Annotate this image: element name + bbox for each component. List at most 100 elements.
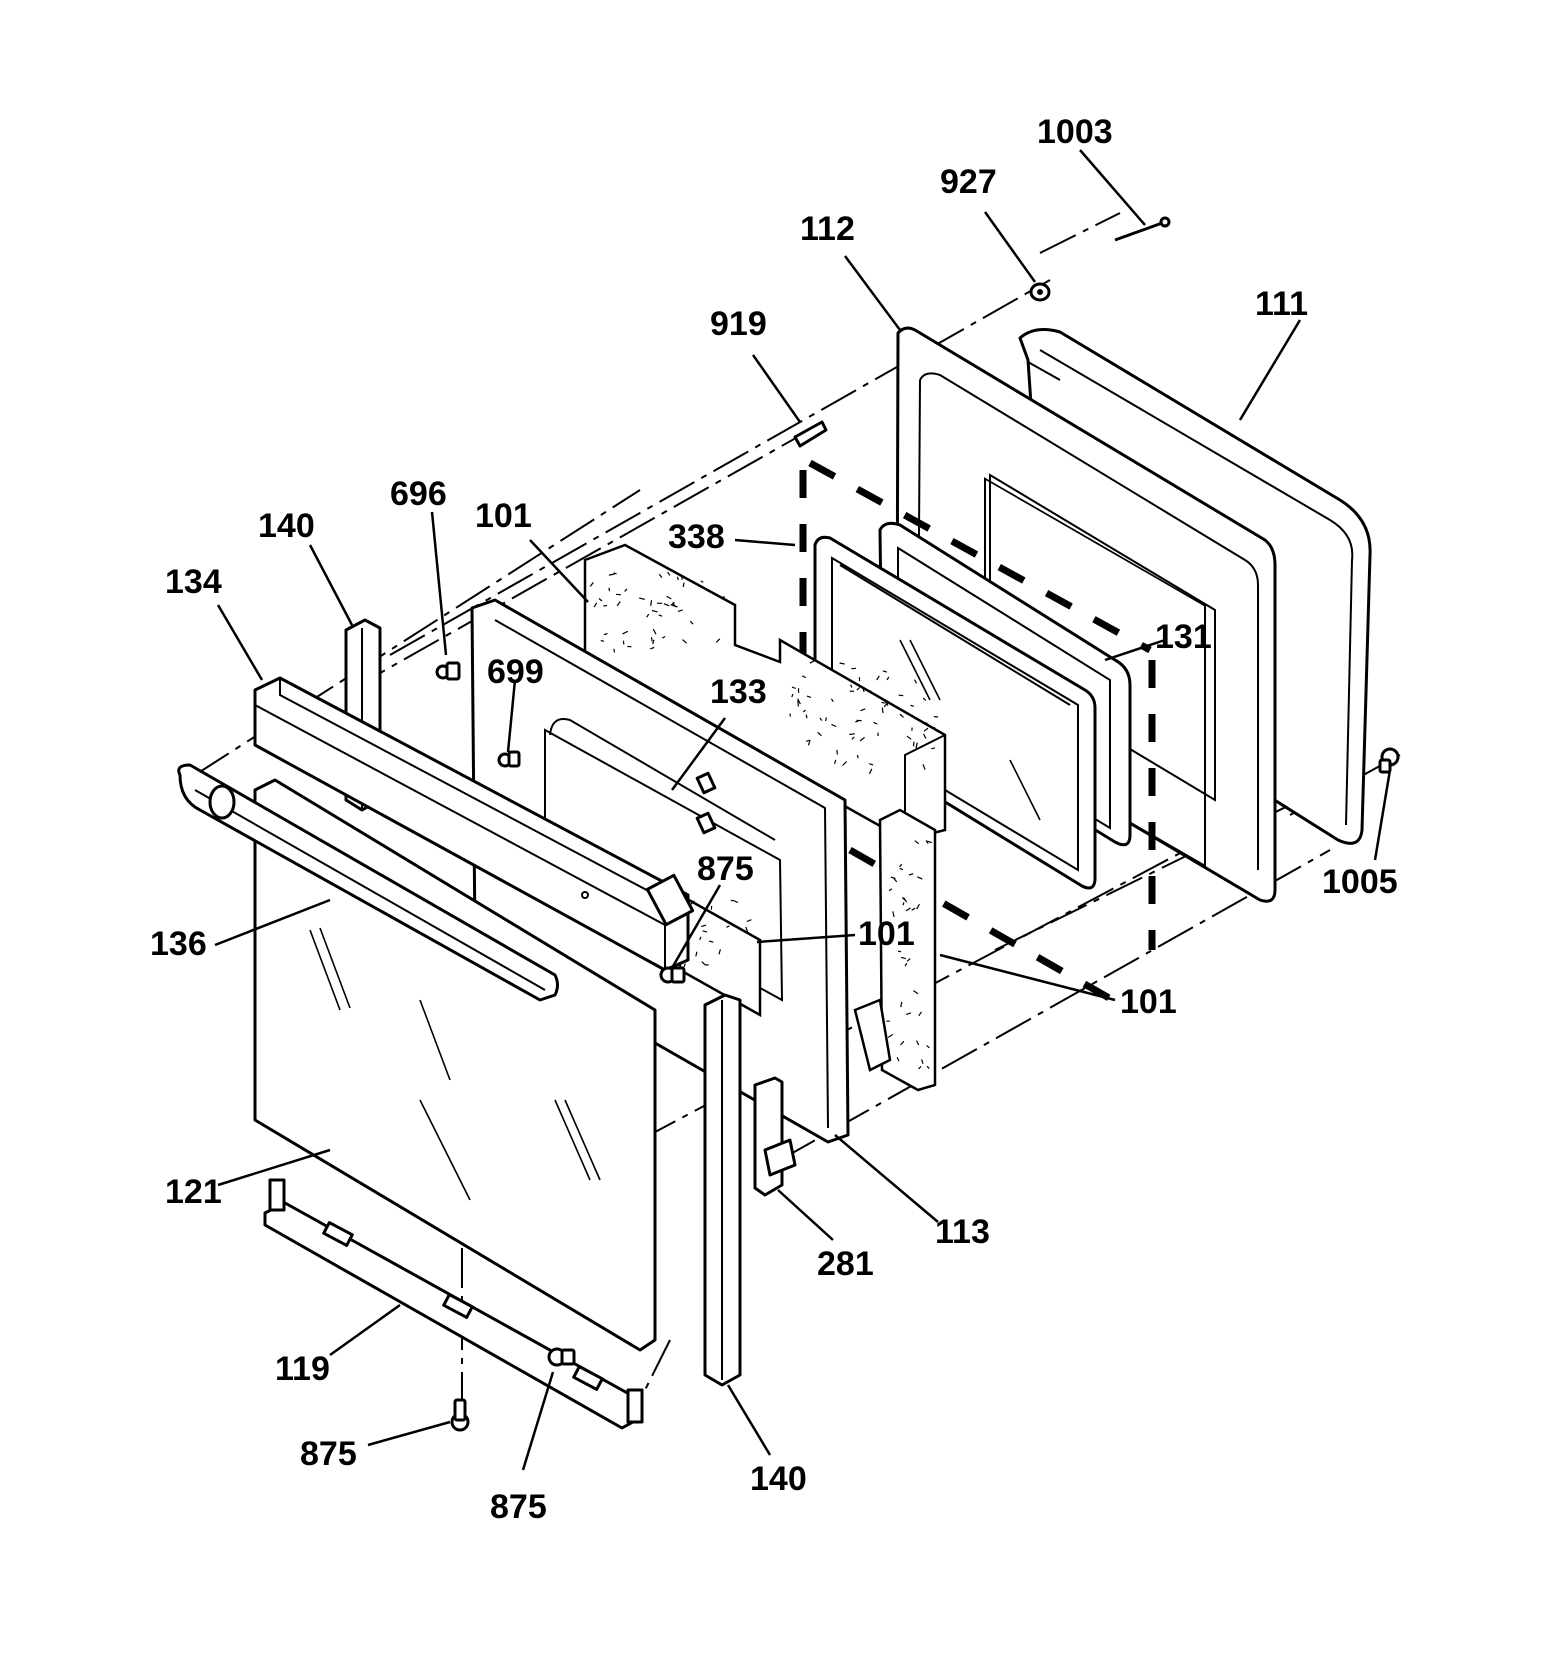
insulation-speck: [613, 572, 617, 575]
insulation-speck: [906, 735, 912, 740]
insulation-speck: [881, 701, 885, 704]
insulation-speck: [809, 659, 816, 664]
insulation-speck: [797, 698, 801, 705]
insulation-speck: [886, 676, 890, 681]
insulation-speck: [918, 1065, 922, 1070]
insulation-speck: [831, 723, 837, 728]
washer-icon: [1029, 282, 1051, 302]
insulation-speck: [671, 604, 678, 608]
insulation-speck: [701, 961, 707, 966]
insulation-speck: [918, 1011, 922, 1017]
insulation-speck: [709, 940, 714, 943]
insulation-speck: [830, 698, 834, 703]
insulation-speck: [745, 926, 749, 933]
callout-140-upper: 140: [258, 507, 315, 545]
screw-icon: [435, 661, 461, 681]
insulation-speck: [913, 990, 919, 995]
insulation-speck: [869, 690, 873, 695]
insulation-speck: [906, 941, 909, 945]
insulation-speck: [658, 614, 663, 617]
insulation-speck: [695, 951, 698, 957]
door-handle: [177, 763, 559, 1002]
insulation-speck: [718, 949, 721, 955]
insulation-speck: [873, 721, 878, 725]
insulation-speck: [726, 925, 730, 928]
insulation-speck: [598, 598, 603, 602]
insulation-speck: [916, 903, 920, 910]
leader-lines: [214, 149, 1392, 1471]
insulation-speck: [689, 900, 695, 906]
insulation-speck: [884, 700, 889, 706]
insulation-speck: [802, 675, 807, 679]
insulation-speck: [593, 602, 598, 608]
callout-875-frame: 875: [697, 850, 754, 888]
insulation-speck: [905, 1012, 912, 1015]
insulation-speck: [887, 1033, 894, 1038]
insulation-speckle: [589, 571, 939, 1070]
insulation-speck: [682, 639, 687, 644]
insulation-speck: [890, 876, 896, 880]
insulation-speck: [892, 911, 895, 918]
insulation-speck: [900, 1040, 905, 1046]
insulation-speck: [902, 902, 905, 906]
insulation-speck: [806, 695, 812, 698]
insulation-speck: [791, 693, 794, 698]
door-trim-bottom: [263, 1178, 644, 1430]
callout-121: 121: [165, 1173, 222, 1211]
clip-icon: [695, 771, 717, 835]
callout-112: 112: [800, 210, 855, 248]
insulation-speck: [734, 900, 739, 904]
insulation-speck: [927, 840, 933, 844]
insulation-speck: [677, 609, 683, 612]
insulation-speck: [859, 736, 865, 742]
insulation-speck: [689, 620, 694, 625]
insulation-speck: [917, 876, 923, 880]
insulation-speck: [608, 573, 615, 576]
insulation-speck: [869, 763, 874, 766]
insulation-speck: [651, 609, 658, 613]
insulation-speck: [849, 733, 855, 736]
insulation-speck: [915, 1040, 920, 1046]
insulation-speck: [922, 697, 927, 701]
callout-101-side: 101: [858, 915, 915, 953]
insulation-speck: [715, 638, 721, 643]
insulation-speck: [652, 639, 655, 645]
insulation-speck: [925, 840, 929, 845]
insulation-speck: [723, 595, 726, 601]
insulation-speck: [915, 742, 918, 749]
insulation-side-right: [853, 808, 937, 1092]
insulation-speck: [616, 593, 621, 596]
insulation-speck: [893, 878, 898, 883]
insulation-speck: [797, 700, 799, 707]
insulation-speck: [851, 736, 855, 740]
insulation-speck: [910, 704, 915, 707]
insulation-speck: [624, 588, 628, 592]
insulation-speck: [856, 687, 861, 691]
callout-338: 338: [668, 518, 725, 556]
insulation-speck: [922, 764, 926, 770]
callout-101-insulation: 101: [475, 497, 532, 535]
insulation-speck: [622, 630, 629, 635]
insulation-speck: [746, 919, 752, 923]
screw-icon: [547, 1347, 576, 1367]
insulation-speck: [683, 963, 686, 968]
insulation-speck: [908, 873, 914, 876]
insulation-speck: [825, 717, 827, 722]
insulation-speck: [904, 962, 908, 967]
callout-119: 119: [275, 1350, 330, 1388]
callout-927: 927: [940, 163, 997, 201]
insulation-speck: [905, 907, 911, 912]
insulation-speck: [682, 582, 685, 588]
insulation-speck: [896, 1057, 900, 1062]
insulation-speck: [702, 930, 708, 933]
callout-113: 113: [935, 1213, 990, 1251]
screw-icon: [659, 966, 686, 984]
insulation-speck: [667, 571, 671, 576]
insulation-speck: [650, 600, 653, 606]
insulation-speck: [856, 754, 859, 759]
insulation-speck: [899, 867, 904, 871]
callout-134: 134: [165, 563, 222, 601]
callout-919: 919: [710, 305, 767, 343]
insulation-speck: [923, 721, 928, 724]
insulation-speck: [921, 1059, 924, 1064]
